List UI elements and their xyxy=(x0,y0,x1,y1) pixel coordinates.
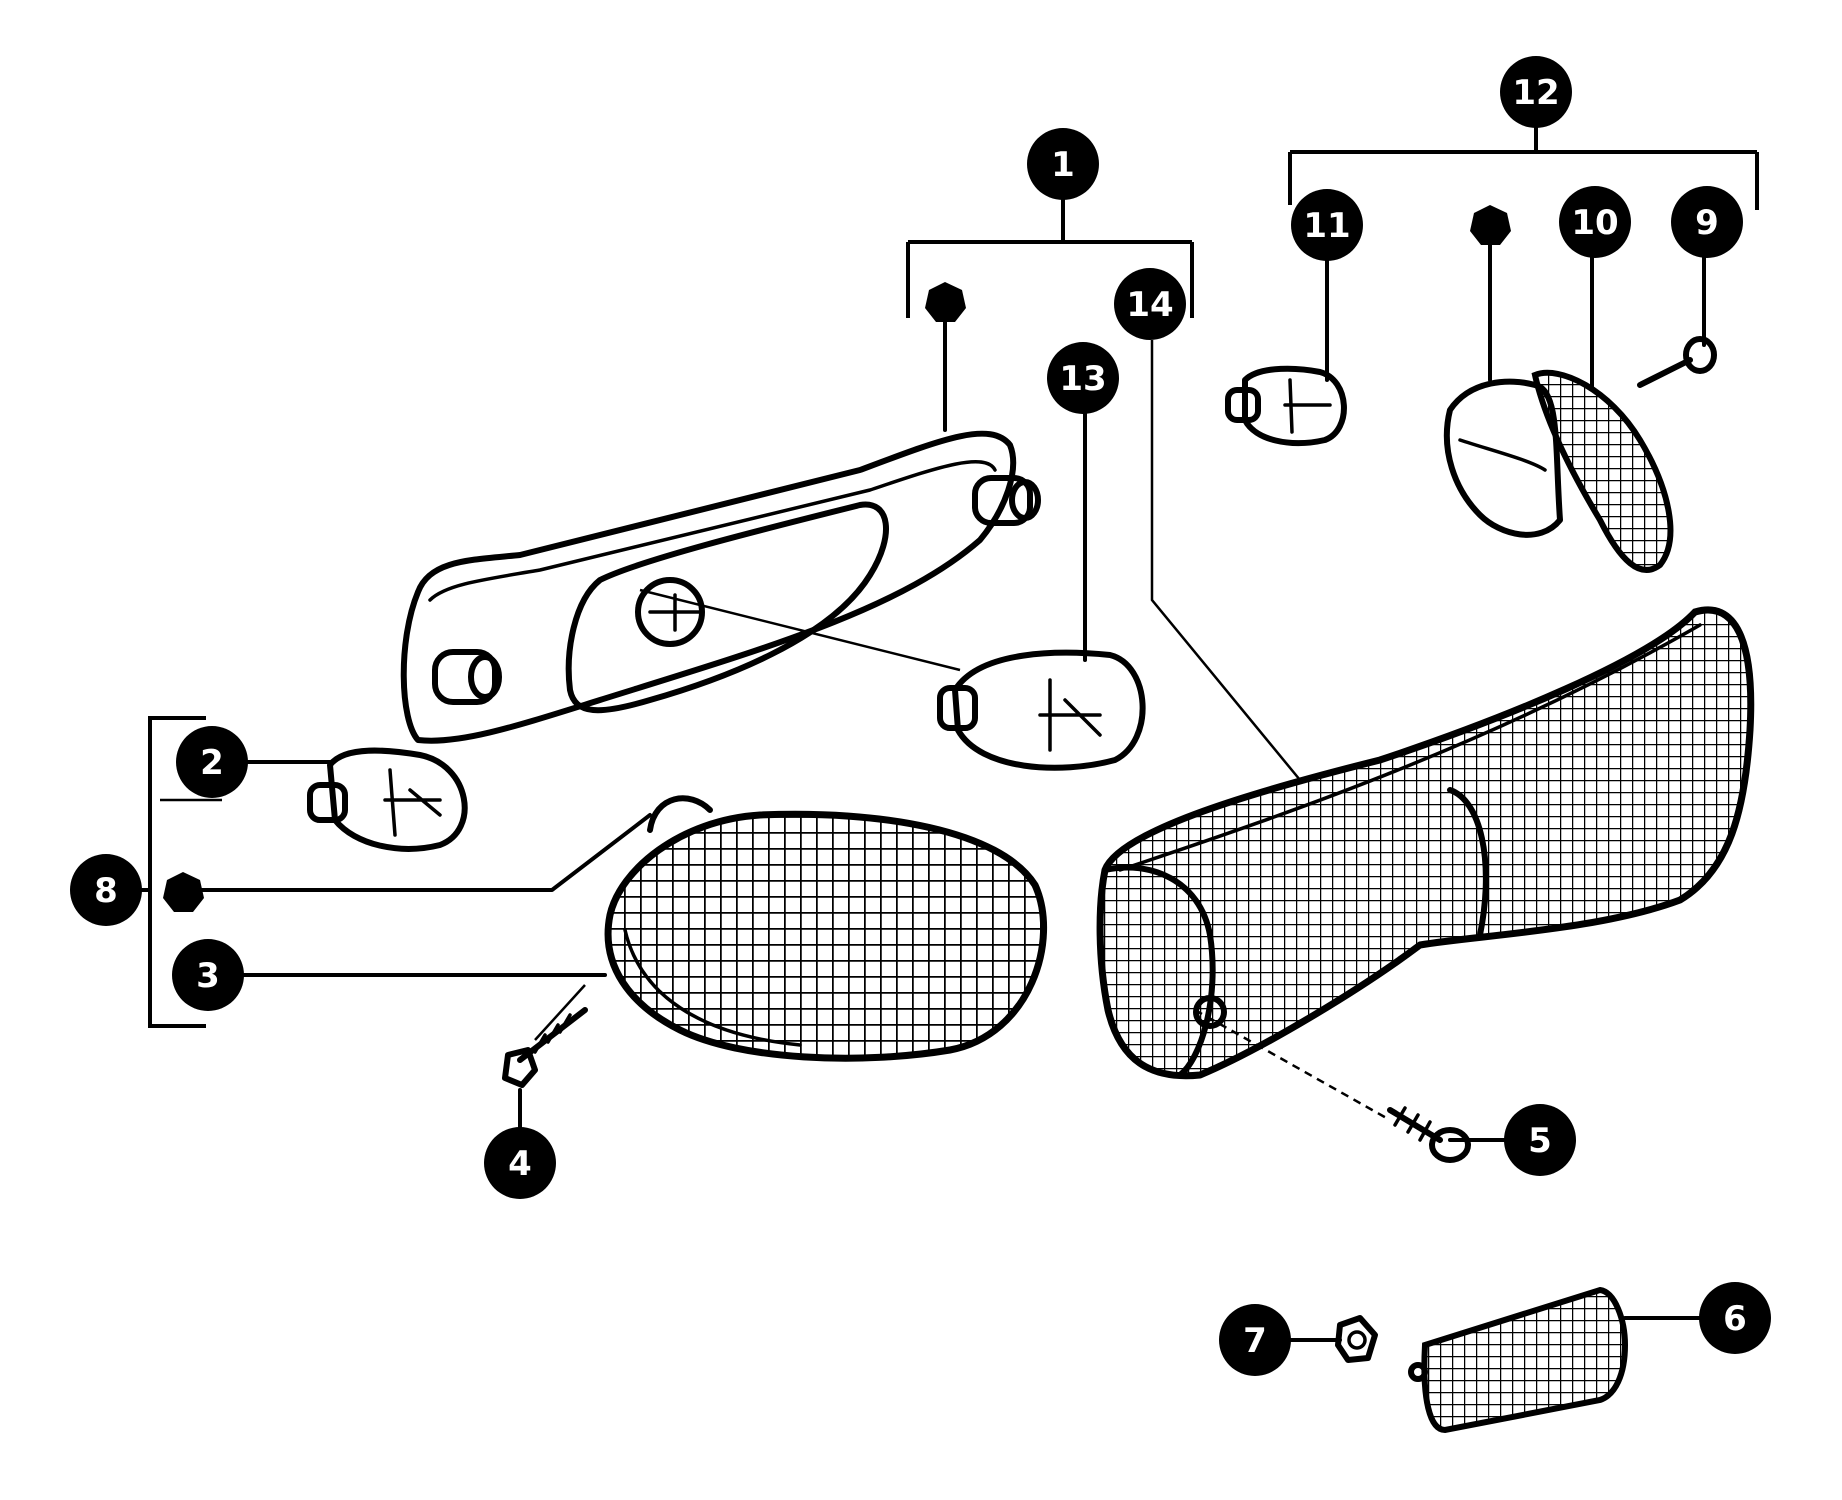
callout-11: 11 xyxy=(1291,189,1363,261)
callout-3: 3 xyxy=(172,939,244,1011)
callout-label: 10 xyxy=(1571,203,1618,243)
callout-12: 12 xyxy=(1500,56,1572,128)
right-lens-assembly xyxy=(1096,606,1755,1080)
callout-6: 6 xyxy=(1699,1282,1771,1354)
bracket-8 xyxy=(148,716,206,1028)
callout-1: 1 xyxy=(1027,128,1099,200)
callout-8: 8 xyxy=(70,854,142,926)
screw-4 xyxy=(502,1007,588,1088)
callout-7: 7 xyxy=(1219,1304,1291,1376)
callout-label: 13 xyxy=(1059,359,1106,399)
callout-label: 12 xyxy=(1512,73,1559,113)
hex-marker-group-8 xyxy=(163,872,204,912)
nut-7 xyxy=(1335,1315,1378,1363)
reflector-6 xyxy=(1408,1286,1629,1434)
left-lens xyxy=(604,795,1048,1062)
callout-label: 9 xyxy=(1695,203,1719,243)
lamp-housing-bracket xyxy=(400,430,1041,744)
bracket-12 xyxy=(1288,150,1759,210)
bracket-1 xyxy=(906,240,1194,318)
callout-4: 4 xyxy=(484,1127,556,1199)
hex-marker-group-1 xyxy=(925,282,966,322)
bulb-13 xyxy=(937,649,1146,771)
hex-marker-group-12 xyxy=(1470,205,1511,245)
callout-label: 3 xyxy=(196,956,220,996)
side-marker-lamp xyxy=(1443,336,1717,573)
callout-label: 11 xyxy=(1303,206,1350,246)
bulb-11 xyxy=(1225,365,1347,446)
callout-5: 5 xyxy=(1504,1104,1576,1176)
callout-label: 8 xyxy=(94,871,118,911)
callout-label: 1 xyxy=(1051,145,1075,185)
callout-label: 6 xyxy=(1723,1299,1747,1339)
hex-markers xyxy=(163,205,1511,912)
callout-label: 7 xyxy=(1243,1321,1267,1361)
callout-label: 5 xyxy=(1528,1121,1552,1161)
callout-label: 14 xyxy=(1126,285,1173,325)
screw-5 xyxy=(1387,1106,1471,1163)
callout-label: 2 xyxy=(200,743,224,783)
leader-lines xyxy=(126,120,1759,1342)
callout-label: 4 xyxy=(508,1144,532,1184)
callout-13: 13 xyxy=(1047,342,1119,414)
callout-9: 9 xyxy=(1671,186,1743,258)
bulb-2 xyxy=(307,747,468,852)
callout-10: 10 xyxy=(1559,186,1631,258)
callout-14: 14 xyxy=(1114,268,1186,340)
callout-2: 2 xyxy=(176,726,248,798)
